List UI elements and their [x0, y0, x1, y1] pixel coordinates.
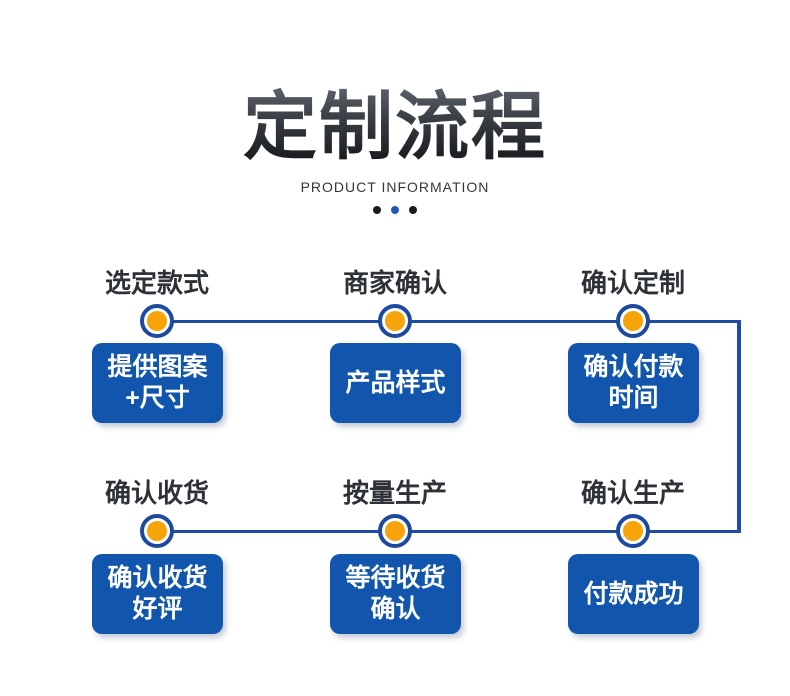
connector-line-vertical — [737, 320, 741, 533]
node-dot-icon — [385, 521, 405, 541]
step-box-line: 产品样式 — [345, 368, 446, 397]
step-box: 确认收货 好评 — [92, 554, 223, 634]
node-dot-icon — [623, 521, 643, 541]
decor-dots — [0, 206, 790, 214]
page-title: 定制流程 — [0, 86, 790, 168]
step-node-icon — [378, 304, 412, 338]
step-box-line: 付款成功 — [583, 579, 684, 608]
dot-icon — [391, 206, 399, 214]
step-box: 确认付款 时间 — [568, 343, 699, 423]
step-label: 商家确认 — [342, 268, 447, 298]
step-box-line: 确认付款 — [583, 353, 684, 381]
step-label: 确认定制 — [580, 268, 685, 298]
step-box-line: 等待收货 — [345, 564, 446, 592]
step-box: 产品样式 — [330, 343, 461, 423]
step-box-line: 提供图案 — [107, 353, 208, 381]
step-box: 等待收货 确认 — [330, 554, 461, 634]
node-dot-icon — [147, 521, 167, 541]
step-label: 确认生产 — [580, 478, 685, 508]
step-node-icon — [616, 514, 650, 548]
step-box: 付款成功 — [568, 554, 699, 634]
step-label: 按量生产 — [342, 478, 447, 508]
step-box-line: 确认 — [370, 595, 421, 623]
page-subtitle: PRODUCT INFORMATION — [300, 179, 490, 195]
step-box-line: 时间 — [608, 384, 659, 412]
step-node-icon — [140, 514, 174, 548]
step-node-icon — [140, 304, 174, 338]
step-box-line: 确认收货 — [107, 564, 208, 592]
node-dot-icon — [623, 311, 643, 331]
dot-icon — [409, 206, 417, 214]
step-label: 确认收货 — [104, 478, 209, 508]
step-node-icon — [378, 514, 412, 548]
step-label: 选定款式 — [104, 268, 209, 298]
step-box-line: 好评 — [132, 595, 183, 623]
connector-line-row2 — [157, 530, 741, 533]
connector-line-row1 — [157, 320, 741, 323]
node-dot-icon — [147, 311, 167, 331]
step-box: 提供图案 +尺寸 — [92, 343, 223, 423]
step-box-line: +尺寸 — [125, 384, 190, 412]
dot-icon — [373, 206, 381, 214]
node-dot-icon — [385, 311, 405, 331]
step-node-icon — [616, 304, 650, 338]
